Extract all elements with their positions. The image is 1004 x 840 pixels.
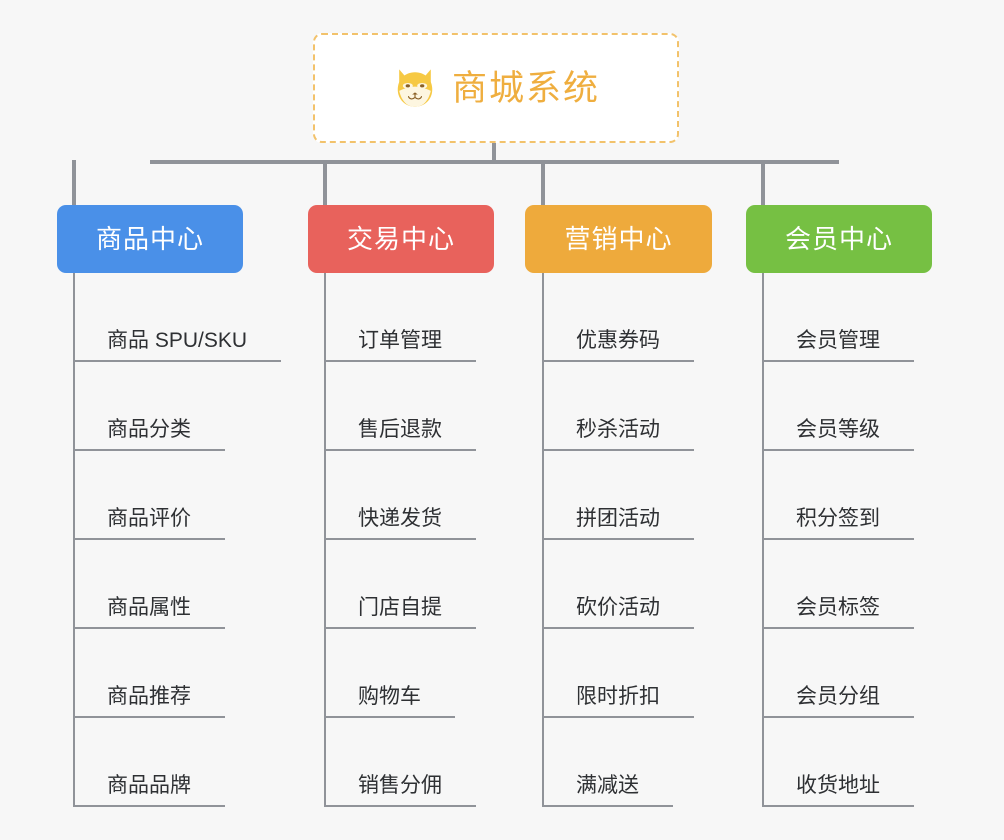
leaf-label: 商品分类 [107, 418, 191, 441]
leaf-label: 满减送 [576, 774, 639, 797]
branch-spine [73, 273, 75, 807]
branch-spine [542, 273, 544, 807]
leaf-label: 商品属性 [107, 596, 191, 619]
leaf-underline [75, 538, 225, 540]
leaf-item[interactable]: 优惠券码 [544, 273, 694, 362]
leaf-label: 门店自提 [358, 596, 442, 619]
leaf-item[interactable]: 收货地址 [764, 718, 914, 807]
branch-spine [324, 273, 326, 807]
leaf-label: 商品评价 [107, 507, 191, 530]
connector-horizontal-bar [150, 160, 839, 164]
branch-spine [762, 273, 764, 807]
leaf-item[interactable]: 商品品牌 [75, 718, 225, 807]
leaf-label: 会员等级 [796, 418, 880, 441]
connector-drop-3 [541, 160, 545, 207]
branch-column-1: 商品 SPU/SKU 商品分类商品评价商品属性商品推荐商品品牌 [73, 273, 373, 807]
leaf-underline [326, 805, 476, 807]
leaf-underline [326, 449, 476, 451]
leaf-underline [764, 716, 914, 718]
leaf-label: 购物车 [358, 685, 421, 708]
connector-drop-2 [323, 160, 327, 207]
connector-drop-1 [72, 160, 76, 207]
leaf-underline [764, 449, 914, 451]
leaf-item[interactable]: 积分签到 [764, 451, 914, 540]
leaf-underline [75, 805, 225, 807]
root-title: 商城系统 [451, 68, 600, 108]
shiba-inu-icon [392, 65, 438, 111]
category-label: 交易中心 [346, 224, 455, 254]
leaf-underline [75, 449, 225, 451]
leaf-underline [75, 716, 225, 718]
leaf-item[interactable]: 秒杀活动 [544, 362, 694, 451]
leaf-item[interactable]: 砍价活动 [544, 540, 694, 629]
leaf-label: 快递发货 [358, 507, 442, 530]
category-box-4[interactable]: 会员中心 [746, 205, 932, 273]
branch-column-3: 优惠券码秒杀活动拼团活动砍价活动限时折扣满减送 [542, 273, 842, 807]
leaf-item[interactable]: 拼团活动 [544, 451, 694, 540]
category-label: 营销中心 [564, 224, 673, 254]
leaf-item[interactable]: 订单管理 [326, 273, 476, 362]
category-box-1[interactable]: 商品中心 [57, 205, 243, 273]
leaf-underline [544, 716, 694, 718]
leaf-underline [764, 538, 914, 540]
branch-column-4: 会员管理会员等级积分签到会员标签会员分组收货地址 [762, 273, 1004, 807]
leaf-label: 售后退款 [358, 418, 442, 441]
leaf-item[interactable]: 商品分类 [75, 362, 225, 451]
leaf-label: 商品品牌 [107, 774, 191, 797]
leaf-underline [544, 805, 673, 807]
leaf-underline [764, 627, 914, 629]
leaf-item[interactable]: 商品推荐 [75, 629, 225, 718]
leaf-label: 限时折扣 [576, 685, 660, 708]
leaf-item[interactable]: 会员等级 [764, 362, 914, 451]
leaf-label: 会员分组 [796, 685, 880, 708]
leaf-label: 收货地址 [796, 774, 880, 797]
leaf-underline [544, 449, 694, 451]
leaf-item[interactable]: 门店自提 [326, 540, 476, 629]
leaf-underline [326, 360, 476, 362]
leaf-label: 订单管理 [358, 329, 442, 352]
leaf-item[interactable]: 会员分组 [764, 629, 914, 718]
leaf-label: 商品推荐 [107, 685, 191, 708]
leaf-item[interactable]: 售后退款 [326, 362, 476, 451]
leaf-underline [544, 538, 694, 540]
leaf-label: 砍价活动 [576, 596, 660, 619]
leaf-label: 销售分佣 [358, 774, 442, 797]
leaf-underline [764, 805, 914, 807]
leaf-item[interactable]: 商品 SPU/SKU [75, 273, 281, 362]
leaf-label: 会员标签 [796, 596, 880, 619]
leaf-item[interactable]: 限时折扣 [544, 629, 694, 718]
leaf-label: 优惠券码 [576, 329, 660, 352]
leaf-underline [326, 538, 476, 540]
category-box-3[interactable]: 营销中心 [525, 205, 712, 273]
leaf-label: 秒杀活动 [576, 418, 660, 441]
leaf-label: 商品 SPU/SKU [107, 329, 248, 352]
branch-column-2: 订单管理售后退款快递发货门店自提购物车销售分佣 [324, 273, 624, 807]
leaf-item[interactable]: 会员管理 [764, 273, 914, 362]
leaf-item[interactable]: 购物车 [326, 629, 455, 718]
connector-drop-4 [761, 160, 765, 207]
category-box-2[interactable]: 交易中心 [308, 205, 494, 273]
leaf-underline [326, 627, 476, 629]
leaf-item[interactable]: 商品属性 [75, 540, 225, 629]
leaf-label: 积分签到 [796, 507, 880, 530]
leaf-label: 会员管理 [796, 329, 880, 352]
leaf-item[interactable]: 快递发货 [326, 451, 476, 540]
category-label: 商品中心 [95, 224, 204, 254]
leaf-item[interactable]: 商品评价 [75, 451, 225, 540]
leaf-item[interactable]: 会员标签 [764, 540, 914, 629]
category-label: 会员中心 [784, 224, 893, 254]
leaf-underline [764, 360, 914, 362]
leaf-underline [544, 627, 694, 629]
leaf-underline [326, 716, 455, 718]
leaf-underline [544, 360, 694, 362]
connector-root-stem [492, 143, 496, 162]
leaf-item[interactable]: 销售分佣 [326, 718, 476, 807]
leaf-label: 拼团活动 [576, 507, 660, 530]
root-node[interactable]: 商城系统 [313, 33, 679, 143]
leaf-underline [75, 627, 225, 629]
leaf-item[interactable]: 满减送 [544, 718, 673, 807]
leaf-underline [75, 360, 281, 362]
